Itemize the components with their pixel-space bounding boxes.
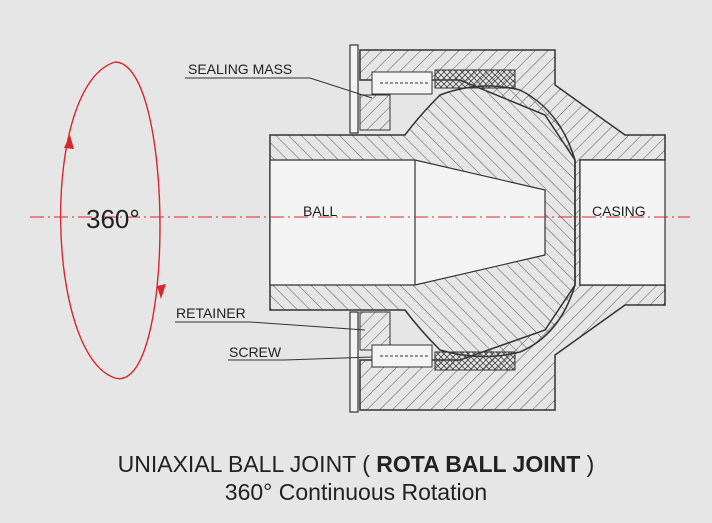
label-screw: SCREW <box>229 344 282 360</box>
rotation-arrow-icon <box>59 61 166 379</box>
caption-bold: ROTA BALL JOINT <box>376 451 581 477</box>
label-retainer: RETAINER <box>176 305 246 321</box>
ball <box>269 85 576 358</box>
label-rotation: 360° <box>86 204 140 234</box>
label-casing: CASING <box>592 203 646 219</box>
sealing-mass <box>434 69 516 371</box>
screw <box>371 71 433 368</box>
caption-prefix: UNIAXIAL BALL JOINT ( <box>117 451 370 477</box>
label-ball: BALL <box>303 203 337 219</box>
caption-line-1: UNIAXIAL BALL JOINT ( ROTA BALL JOINT ) <box>0 450 712 478</box>
casing <box>359 49 666 411</box>
retainer <box>349 44 391 413</box>
caption-line-2: 360° Continuous Rotation <box>224 479 488 505</box>
label-sealing-mass: SEALING MASS <box>188 61 292 77</box>
leader-lines <box>175 77 373 361</box>
caption-suffix: ) <box>586 451 595 477</box>
